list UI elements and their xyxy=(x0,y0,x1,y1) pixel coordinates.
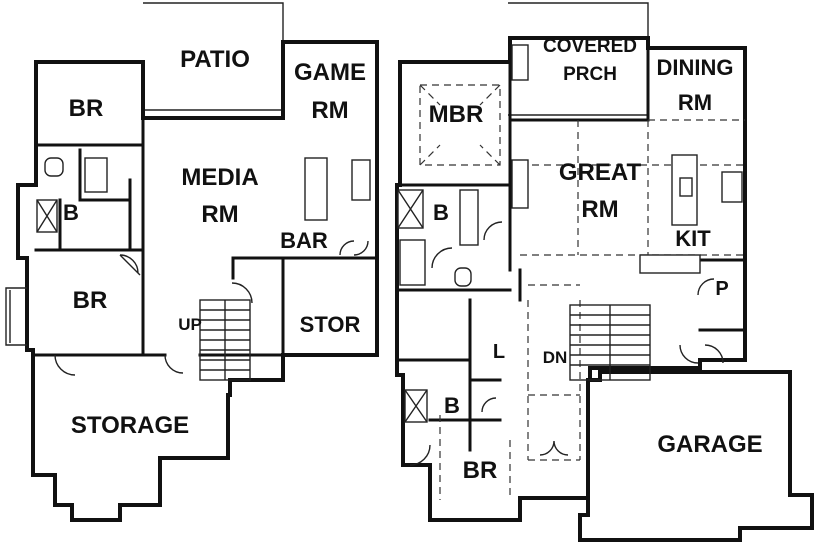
br-mid-label: BR xyxy=(73,287,108,314)
media-rm-label: MEDIA xyxy=(181,164,258,191)
great-rm-label: GREAT xyxy=(559,159,642,186)
lower-exterior-wall xyxy=(16,40,379,522)
kitchen-counter xyxy=(639,254,701,274)
porch-outline xyxy=(508,2,649,116)
great-rm-label-2: RM xyxy=(581,196,618,223)
master-tub xyxy=(399,239,426,286)
mbr-label: MBR xyxy=(429,101,484,128)
br-label: BR xyxy=(463,457,498,484)
laundry-label: L xyxy=(493,341,505,363)
garage-label: GARAGE xyxy=(657,431,762,458)
master-shower-x xyxy=(397,189,424,229)
dining-rm-label: DINING xyxy=(657,55,734,80)
covered-prch-label-2: PRCH xyxy=(563,64,617,85)
fireplace-fixture xyxy=(511,159,529,209)
bath-label: B xyxy=(63,200,79,225)
game-rm-label-2: RM xyxy=(311,97,348,124)
lower-level-plan: PATIO GAME RM BR MEDIA RM B BAR BR UP ST… xyxy=(5,2,379,522)
bar-sink xyxy=(351,159,371,201)
door-swings-lower xyxy=(54,240,369,376)
lower-interior-walls xyxy=(34,116,379,357)
main-interior-walls xyxy=(398,46,747,452)
porch-fireplace xyxy=(511,44,529,81)
media-rm-label-2: RM xyxy=(201,201,238,228)
door-swings-main xyxy=(409,221,724,466)
master-vanity xyxy=(459,189,479,246)
patio-label: PATIO xyxy=(180,46,250,73)
master-toilet xyxy=(454,267,472,287)
bath-2-label: B xyxy=(444,393,460,418)
bar-counter xyxy=(304,157,328,221)
range-fixture xyxy=(721,171,743,203)
main-stairs xyxy=(569,304,651,381)
kit-label: KIT xyxy=(675,226,711,251)
garage-wall xyxy=(578,370,814,542)
island-sink xyxy=(679,177,693,197)
kitchen-island xyxy=(671,154,698,226)
pantry-label: P xyxy=(715,278,728,300)
up-label: UP xyxy=(178,315,202,334)
toilet-fixture xyxy=(44,157,64,177)
ceiling-dashes xyxy=(419,84,745,500)
master-bath-label: B xyxy=(433,200,449,225)
deck-outline xyxy=(5,287,27,346)
shower-x xyxy=(36,199,58,233)
bath-shower-x xyxy=(404,389,428,423)
game-rm-label: GAME xyxy=(294,59,366,86)
lower-stairs xyxy=(199,299,251,381)
vanity-fixture xyxy=(84,157,108,193)
dining-rm-label-2: RM xyxy=(678,90,712,115)
covered-prch-label: COVERED xyxy=(543,36,637,57)
stor-label: STOR xyxy=(300,312,361,337)
dn-label: DN xyxy=(543,348,568,367)
bar-label: BAR xyxy=(280,228,328,253)
storage-label: STORAGE xyxy=(71,412,189,439)
br-top-label: BR xyxy=(69,95,104,122)
main-level-plan: COVERED PRCH DINING RM MBR GREAT RM B KI… xyxy=(395,2,814,542)
